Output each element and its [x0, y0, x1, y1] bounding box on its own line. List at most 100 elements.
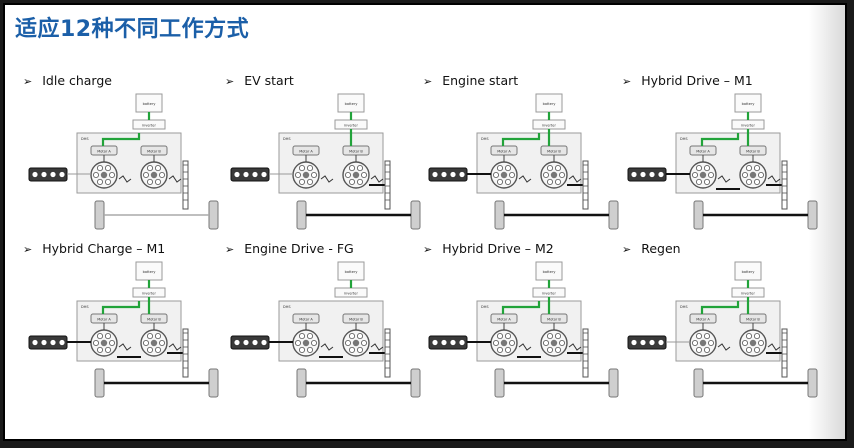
motor-b-gear-lobe: [360, 171, 368, 179]
motor-b-gear-hub: [352, 339, 360, 347]
flow-inverter-motor-a: [101, 301, 141, 314]
left-wheel: [693, 368, 704, 398]
motor-a-gear-lobe: [504, 165, 512, 172]
motor-b-gear-lobe: [146, 178, 154, 185]
motor-a-gear-lobe: [104, 346, 112, 353]
motor-b-gear-lobe: [158, 171, 166, 179]
dhs-label: DHS: [680, 137, 688, 141]
output-shaft: [182, 328, 189, 378]
motor-b-gear: [342, 329, 370, 357]
mode-label-text: Hybrid Drive – M1: [641, 73, 753, 88]
engine-cylinder: [459, 171, 465, 178]
motor-b-gear-lobe: [154, 165, 162, 172]
motor-a-gear-lobe: [108, 339, 116, 347]
right-wheel: [807, 200, 818, 230]
mode-label: ➢Idle charge: [23, 73, 112, 88]
arrowhead-bullet-icon: ➢: [423, 75, 433, 88]
motor-a-gear-lobe: [695, 346, 703, 353]
arrowhead-bullet-icon: ➢: [622, 75, 632, 88]
battery-label: battery: [345, 270, 358, 274]
engine-cylinder: [234, 339, 240, 346]
engine-cylinder: [658, 339, 664, 346]
dhs-housing: [278, 132, 384, 194]
motor-a-gear-hub: [302, 171, 310, 179]
motor-b-gear-lobe: [546, 333, 554, 340]
motor-a-gear-lobe: [104, 178, 112, 185]
motor-b-gear-hub: [150, 171, 158, 179]
flow-inverter-motor-a: [101, 133, 141, 146]
motor-b-gear: [739, 161, 767, 189]
motor-b-label: Motor B: [147, 150, 161, 154]
motor-a-gear-lobe: [92, 171, 100, 179]
clutch-a-mark: [717, 343, 731, 351]
engine-cylinder: [631, 339, 637, 346]
motor-a-gear-lobe: [691, 339, 699, 347]
output-shaft: [384, 160, 391, 210]
motor-b-gear-lobe: [158, 339, 166, 347]
mode-label: ➢Regen: [622, 241, 681, 256]
motor-b-gear-lobe: [558, 171, 566, 179]
output-shaft: [582, 160, 589, 210]
motor-b-gear-lobe: [741, 339, 749, 347]
motor-a-gear-lobe: [703, 178, 711, 185]
motor-a-gear-hub: [302, 339, 310, 347]
motor-b-gear-lobe: [348, 333, 356, 340]
motor-a-gear-lobe: [496, 165, 504, 172]
dhs-housing: [76, 132, 182, 194]
mode-label: ➢Hybrid Charge – M1: [23, 241, 165, 256]
engine-cylinder: [243, 339, 249, 346]
clutch-b-mark: [767, 343, 781, 351]
clutch-a-mark: [320, 343, 334, 351]
left-wheel: [296, 200, 307, 230]
inverter-label: inverter: [344, 124, 358, 128]
clutch-b-mark: [168, 343, 182, 351]
motor-b-gear-lobe: [745, 178, 753, 185]
engine-cylinder: [631, 171, 637, 178]
dhs-label: DHS: [283, 137, 291, 141]
right-wheel: [807, 368, 818, 398]
motor-a-label: Motor A: [696, 318, 710, 322]
motor-b-gear-lobe: [542, 171, 550, 179]
inverter-label: inverter: [142, 292, 156, 296]
slide-title: 适应12种不同工作方式: [15, 17, 250, 42]
motor-b-label: Motor B: [547, 318, 561, 322]
engine-cylinder: [59, 171, 65, 178]
motor-a-label: Motor A: [299, 150, 313, 154]
motor-b-gear-hub: [550, 171, 558, 179]
motor-a-gear-lobe: [96, 333, 104, 340]
motor-a-gear-lobe: [504, 333, 512, 340]
motor-a-gear-hub: [100, 339, 108, 347]
motor-a-gear-lobe: [492, 339, 500, 347]
mode-label: ➢ EV start: [225, 73, 294, 88]
motor-b-gear: [140, 161, 168, 189]
motor-b-label: Motor B: [349, 150, 363, 154]
motor-a-gear: [292, 329, 320, 357]
dhs-label: DHS: [283, 305, 291, 309]
battery-label: battery: [543, 270, 556, 274]
motor-b-gear-lobe: [745, 346, 753, 353]
motor-a-gear-lobe: [504, 178, 512, 185]
mode-label: ➢Engine Drive - FG: [225, 241, 354, 256]
mode-label-text: EV start: [244, 73, 294, 88]
flow-inverter-motor-a: [700, 301, 740, 314]
engine-cylinder: [459, 339, 465, 346]
engine-cylinder: [450, 171, 456, 178]
clutch-a-mark: [518, 175, 532, 183]
left-wheel: [494, 368, 505, 398]
motor-b-gear-lobe: [546, 165, 554, 172]
arrowhead-bullet-icon: ➢: [225, 75, 235, 88]
right-wheel: [608, 368, 619, 398]
motor-a-label: Motor A: [299, 318, 313, 322]
motor-b-gear-lobe: [360, 339, 368, 347]
arrowhead-bullet-icon: ➢: [622, 243, 632, 256]
dhs-housing: [675, 132, 781, 194]
engine-cylinder: [252, 171, 258, 178]
engine-cylinder: [658, 171, 664, 178]
motor-a-label: Motor A: [696, 150, 710, 154]
inverter-label: inverter: [542, 292, 556, 296]
motor-b-gear: [739, 329, 767, 357]
